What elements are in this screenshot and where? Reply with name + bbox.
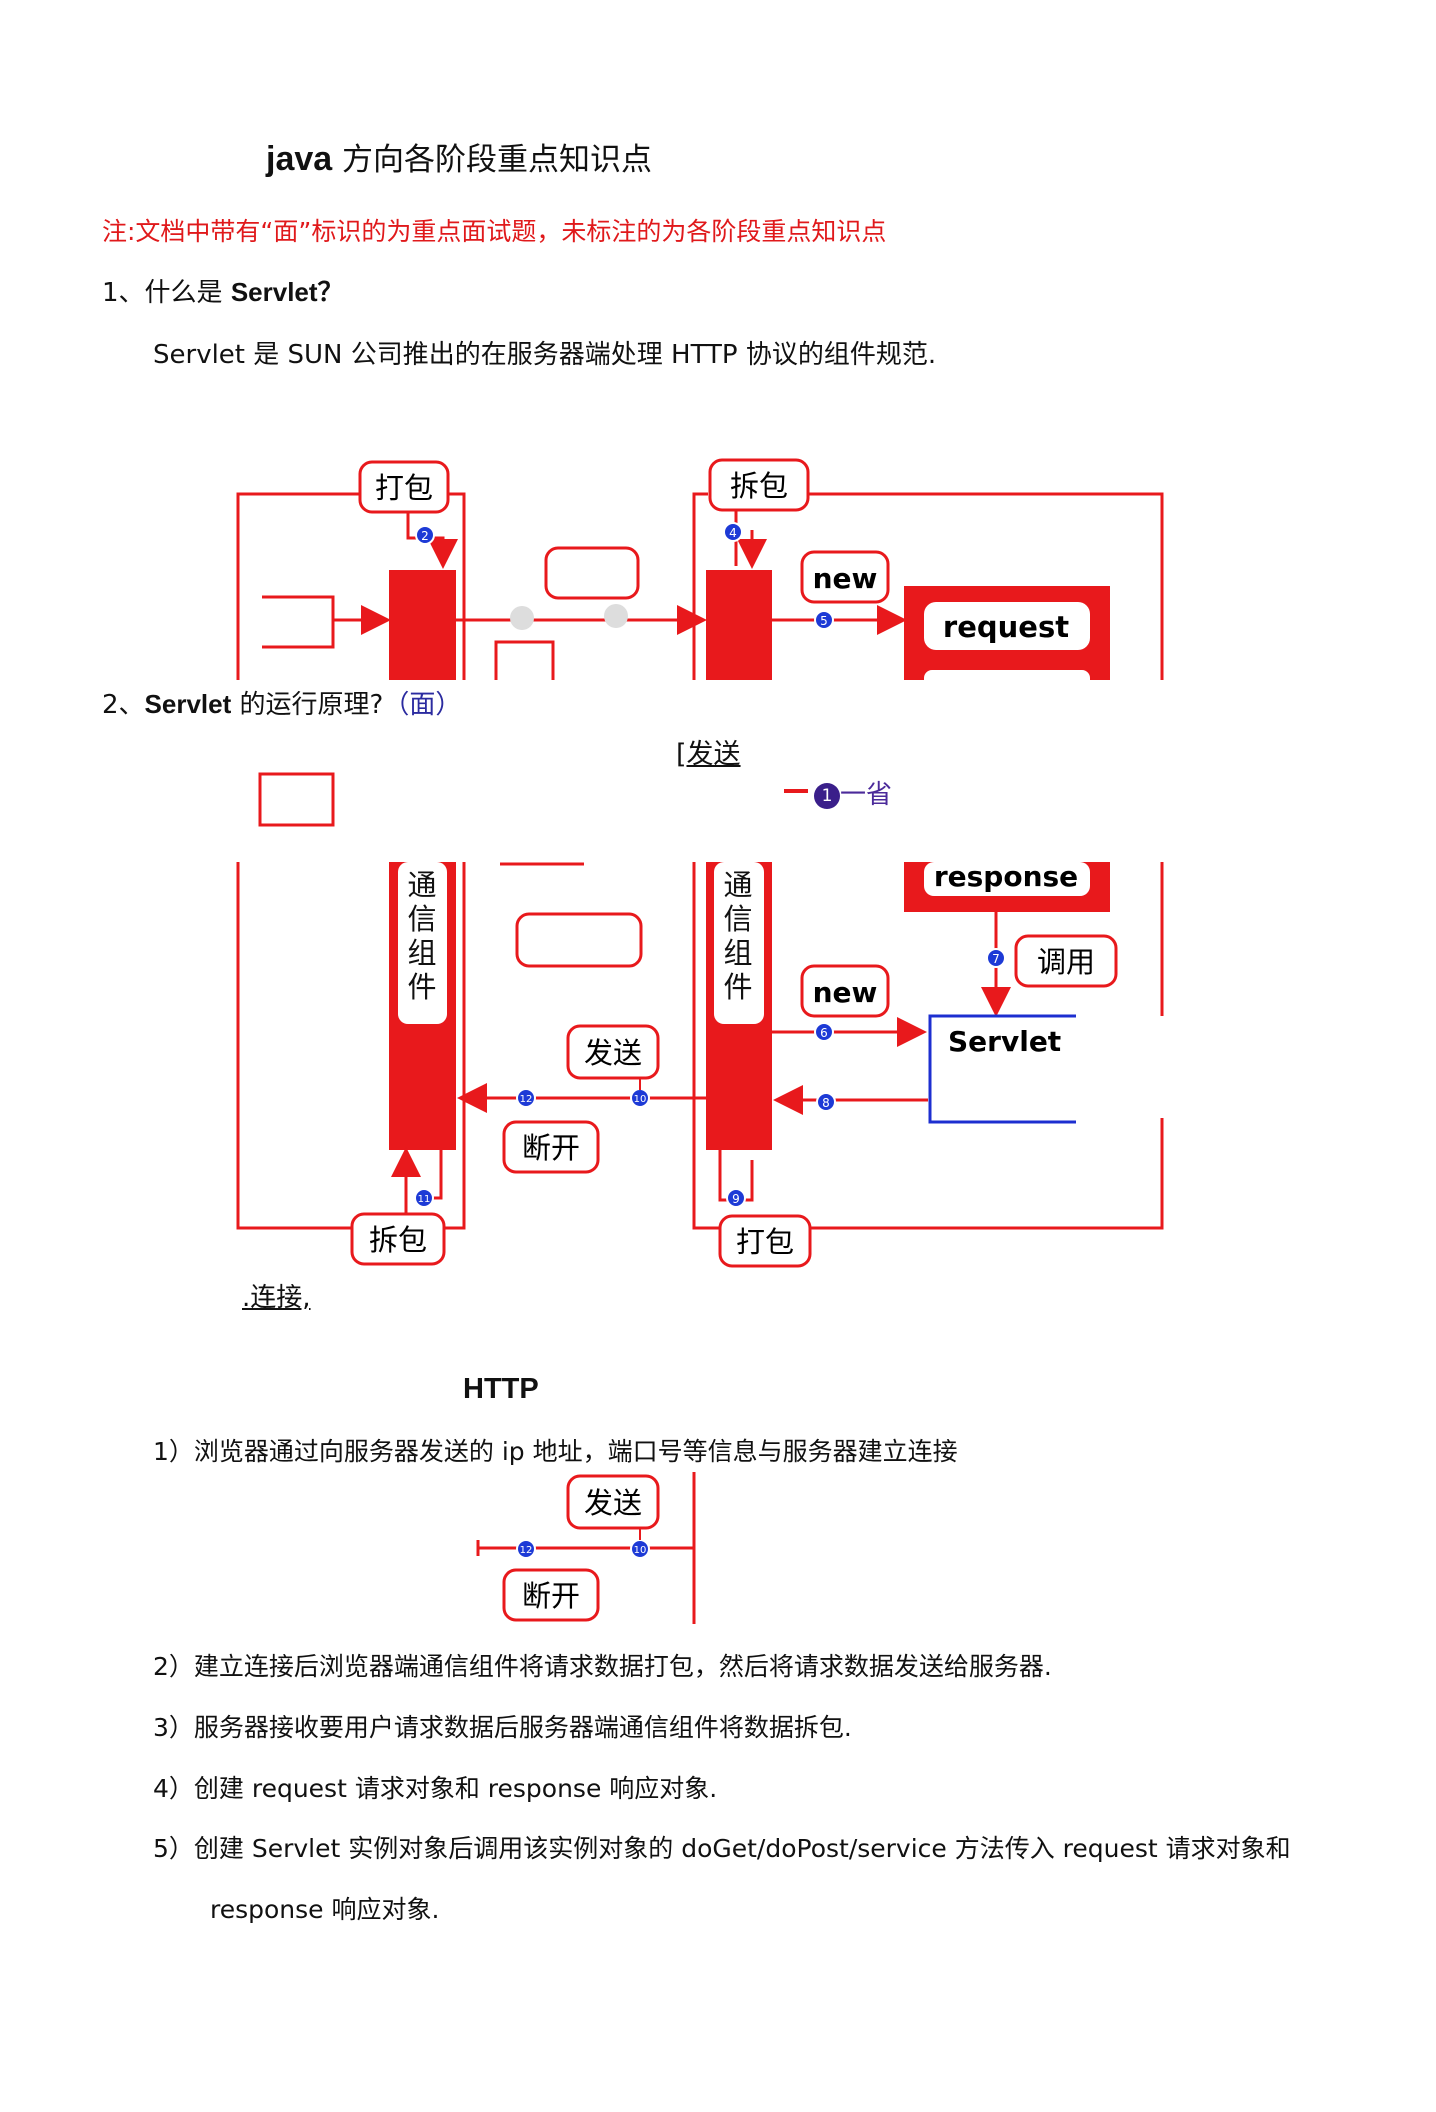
svg-text:2: 2	[421, 529, 429, 543]
svg-text:8: 8	[822, 1096, 830, 1110]
svg-text:发送: 发送	[584, 1486, 642, 1520]
svg-text:7: 7	[992, 952, 1000, 966]
svg-text:12: 12	[520, 1094, 533, 1105]
svg-text:11: 11	[418, 1194, 431, 1205]
svg-text:调用: 调用	[1037, 945, 1095, 979]
svg-text:断开: 断开	[522, 1579, 580, 1613]
svg-text:拆包: 拆包	[730, 469, 788, 503]
servlet-diagram-top: 打包 2 拆包 4 new 5 request	[236, 458, 1164, 680]
svg-text:12: 12	[520, 1545, 533, 1556]
svg-text:打包: 打包	[736, 1225, 794, 1259]
step-2: 2）建立连接后浏览器端通信组件将请求数据打包，然后将请求数据发送给服务器.	[153, 1652, 1052, 1681]
page-title: java 方向各阶段重点知识点	[266, 140, 653, 178]
svg-text:6: 6	[820, 1026, 828, 1040]
svg-text:new: new	[813, 976, 878, 1009]
stray-connect-text: .连接,	[242, 1283, 311, 1313]
svg-text:response: response	[934, 860, 1078, 893]
pack-bubble-left	[358, 460, 450, 514]
svg-text:打包: 打包	[375, 471, 433, 505]
unpack-bubble-right	[708, 458, 810, 512]
svg-text:断开: 断开	[522, 1131, 580, 1165]
left-comm-label-vertical: 通信组件	[407, 868, 437, 1004]
step-5: 5）创建 Servlet 实例对象后调用该实例对象的 doGet/doPost/…	[153, 1834, 1291, 1863]
svg-text:5: 5	[820, 614, 828, 628]
http-label: HTTP	[463, 1373, 539, 1405]
question-1-heading: 1、什么是 Servlet？	[102, 277, 344, 308]
svg-text:request: request	[943, 610, 1069, 644]
right-comm-label-vertical: 通信组件	[723, 868, 753, 1004]
left-comm-block-top	[389, 570, 456, 680]
svg-text:4: 4	[729, 526, 737, 540]
svg-text:9: 9	[732, 1192, 740, 1206]
svg-text:发送: 发送	[584, 1036, 642, 1070]
stray-send-text: [发送	[676, 739, 741, 770]
stray-dash	[784, 789, 808, 793]
step-3: 3）服务器接收要用户请求数据后服务器端通信组件将数据拆包.	[153, 1713, 852, 1742]
svg-text:10: 10	[634, 1545, 647, 1556]
note-text: 注:文档中带有“面”标识的为重点面试题，未标注的为各阶段重点知识点	[102, 217, 887, 246]
servlet-box	[928, 1014, 1076, 1124]
svg-text:拆包: 拆包	[369, 1223, 427, 1257]
svg-text:10: 10	[634, 1094, 647, 1105]
step-4: 4）创建 request 请求对象和 response 响应对象.	[153, 1774, 718, 1803]
svg-text:new: new	[813, 562, 878, 595]
question-2-heading: 2、Servlet 的运行原理?（面）	[102, 689, 462, 720]
servlet-diagram-bottom: response 7 调用 Servlet new 6 8 12 10 发送 断…	[236, 860, 1164, 1268]
send-disconnect-fragment: 12 10 发送 断开	[476, 1472, 696, 1624]
step-5-continued: response 响应对象.	[210, 1895, 440, 1924]
svg-text:Servlet: Servlet	[948, 1025, 1061, 1058]
question-1-answer: Servlet 是 SUN 公司推出的在服务器端处理 HTTP 协议的组件规范.	[153, 340, 937, 370]
stray-browser-box	[258, 772, 335, 827]
right-comm-block-top	[706, 570, 772, 680]
step-1: 1）浏览器通过向服务器发送的 ip 地址，端口号等信息与服务器建立连接	[153, 1437, 958, 1466]
